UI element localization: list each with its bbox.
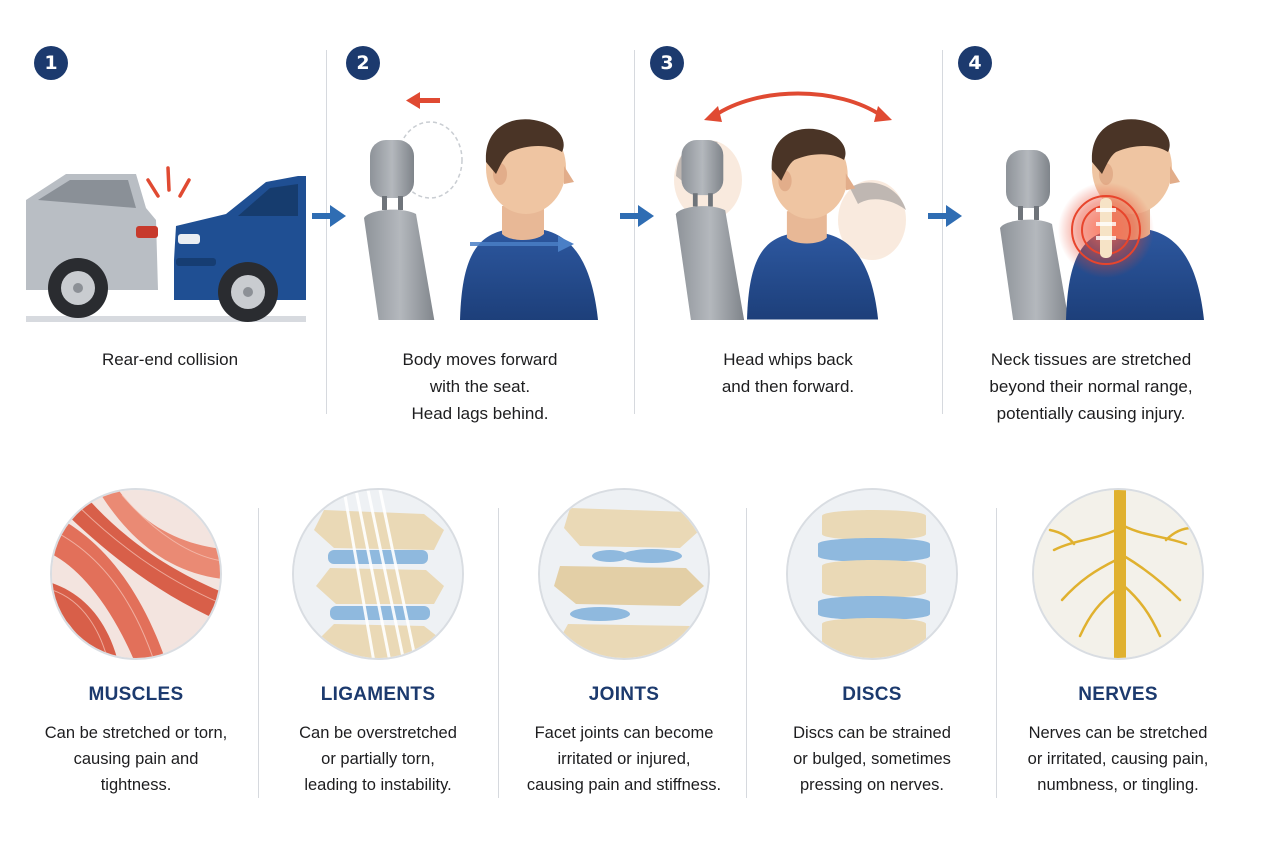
step-3-caption: Head whips back and then forward. bbox=[721, 350, 855, 396]
tissue-nerves: NERVES Nerves can be stretched or irrita… bbox=[984, 488, 1224, 808]
tissue-title: DISCS bbox=[842, 684, 902, 705]
ligaments-illustration bbox=[292, 488, 464, 660]
step-1-badge: 1 bbox=[34, 46, 68, 80]
tissue-title: LIGAMENTS bbox=[320, 684, 436, 705]
tissue-muscles: MUSCLES Can be stretched or torn, causin… bbox=[2, 488, 242, 808]
facet-joint-icon bbox=[540, 490, 708, 658]
pain-ring-icon bbox=[1058, 182, 1154, 278]
divider bbox=[634, 50, 635, 414]
nerve-branch-icon bbox=[1034, 490, 1202, 658]
divider bbox=[258, 508, 259, 798]
divider bbox=[996, 508, 997, 798]
step-2-caption: Body moves forward with the seat. Head l… bbox=[402, 350, 558, 423]
motion-arrow-icon bbox=[406, 92, 440, 109]
head-whip-illustration bbox=[674, 91, 906, 320]
step-3: 3 Head whips back and then forward. bbox=[638, 40, 938, 440]
tissue-ligaments: LIGAMENTS Can be overstretched or partia… bbox=[244, 488, 484, 808]
tissue-description: Discs can be strained or bulged, sometim… bbox=[793, 724, 951, 794]
tissue-description: Facet joints can become irritated or inj… bbox=[526, 724, 722, 794]
step-2-badge: 2 bbox=[346, 46, 380, 80]
step-2: 2 Body moves forward with the seat. Head… bbox=[330, 40, 630, 440]
muscle-fibers-icon bbox=[52, 490, 220, 658]
silver-car-icon bbox=[26, 174, 158, 318]
disc-stack-icon bbox=[788, 490, 956, 658]
step-1: 1 Rear-end collision bbox=[20, 40, 320, 440]
whip-arc-arrow-icon bbox=[704, 91, 892, 122]
body-motion-arrow-icon bbox=[470, 236, 574, 252]
tissue-description: Can be stretched or torn, causing pain a… bbox=[44, 724, 228, 794]
step-4-caption: Neck tissues are stretched beyond their … bbox=[989, 350, 1193, 423]
tissue-joints: JOINTS Facet joints can become irritated… bbox=[490, 488, 730, 808]
muscles-illustration bbox=[50, 488, 222, 660]
tissue-description: Nerves can be stretched or irritated, ca… bbox=[1027, 724, 1209, 794]
tissue-title: JOINTS bbox=[588, 684, 660, 705]
divider bbox=[326, 50, 327, 414]
discs-illustration bbox=[786, 488, 958, 660]
blue-car-icon bbox=[174, 176, 306, 322]
tissue-discs: DISCS Discs can be strained or bulged, s… bbox=[738, 488, 978, 808]
divider bbox=[942, 50, 943, 414]
collision-illustration bbox=[26, 166, 306, 322]
step-4-badge: 4 bbox=[958, 46, 992, 80]
step-4: 4 Neck tissues are stretched beyond thei… bbox=[946, 40, 1260, 440]
body-forward-illustration bbox=[364, 92, 598, 320]
divider bbox=[746, 508, 747, 798]
ligament-spine-icon bbox=[294, 490, 462, 658]
neck-injury-illustration bbox=[1000, 119, 1204, 320]
tissue-title: MUSCLES bbox=[88, 684, 184, 705]
step-1-caption: Rear-end collision bbox=[101, 350, 239, 369]
divider bbox=[498, 508, 499, 798]
impact-burst-icon bbox=[146, 166, 191, 198]
nerves-illustration bbox=[1032, 488, 1204, 660]
step-3-badge: 3 bbox=[650, 46, 684, 80]
tissue-description: Can be overstretched or partially torn, … bbox=[299, 724, 457, 794]
tissue-title: NERVES bbox=[1078, 684, 1158, 705]
joints-illustration bbox=[538, 488, 710, 660]
